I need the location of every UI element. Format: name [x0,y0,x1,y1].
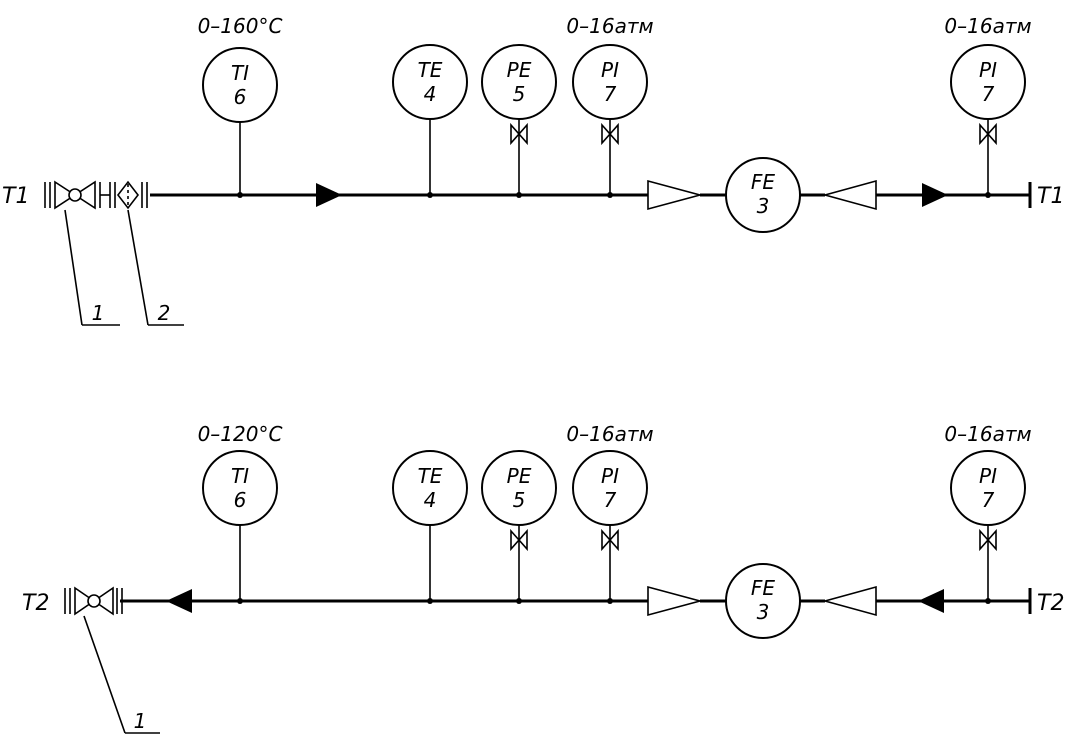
range-label: 0–16атм [566,422,653,446]
instrument-code: PE [507,464,532,488]
callout-2: 2 [127,209,184,326]
needle-valve-icon [510,528,528,552]
strainer-icon [109,180,148,210]
instrument-number: 3 [757,600,770,624]
instrument-number: 6 [234,488,247,512]
reducer-icon [647,585,704,617]
line-label-right: T2 [1037,591,1064,616]
ball-valve-icon [64,586,123,616]
needle-valve-icon [510,122,528,146]
instrument-te: TE 4 [392,450,468,604]
range-label: 0–160°C [198,14,283,38]
flow-arrow-icon [922,183,948,207]
instrument-number: 5 [513,488,526,512]
needle-valve-icon [979,528,997,552]
reducer-icon [647,179,704,211]
instrument-code: TE [418,58,443,82]
instrument-code: PE [507,58,532,82]
instrument-code: PI [979,58,997,82]
range-label: 0–16атм [944,422,1031,446]
instrument-number: 4 [424,82,437,106]
instrument-code: TE [418,464,443,488]
instrument-number: 7 [982,488,995,512]
needle-valve-icon [979,122,997,146]
pipeline-t1: T1 T1 [2,14,1064,326]
instrument-number: 6 [234,85,247,109]
instrument-code: TI [231,61,249,85]
line-label-left: T2 [22,591,49,616]
instrument-pe: PE 5 [481,44,557,198]
range-label: 0–120°C [198,422,283,446]
instrument-pi: 0–16атм PI 7 [944,14,1032,198]
instrument-number: 4 [424,488,437,512]
instrument-code: PI [979,464,997,488]
instrument-code: FE [751,170,776,194]
instrument-code: PI [601,58,619,82]
ball-valve-icon [44,180,101,210]
instrument-number: 7 [604,82,617,106]
instrument-number: 5 [513,82,526,106]
instrument-te: TE 4 [392,44,468,198]
instrument-fe: FE 3 [725,563,801,639]
range-label: 0–16атм [566,14,653,38]
instrument-code: FE [751,576,776,600]
callout-label: 1 [134,709,147,733]
callout-label: 2 [158,301,171,325]
instrument-number: 7 [982,82,995,106]
callout-1: 1 [83,615,160,734]
instrument-code: TI [231,464,249,488]
instrument-pe: PE 5 [481,450,557,604]
flow-arrow-icon [166,589,192,613]
line-label-left: T1 [2,184,29,209]
instrument-number: 3 [757,194,770,218]
instrument-pi: 0–16атм PI 7 [566,14,654,198]
callout-1: 1 [64,209,120,326]
instrument-fe: FE 3 [725,157,801,233]
needle-valve-icon [601,122,619,146]
flow-arrow-icon [316,183,342,207]
instrument-code: PI [601,464,619,488]
instrument-number: 7 [604,488,617,512]
pipeline-t2: T2 T2 0–120°C TI 6 TE [22,422,1064,734]
instrument-pi: 0–16атм PI 7 [944,422,1032,604]
instrument-pi: 0–16атм PI 7 [566,422,654,604]
range-label: 0–16атм [944,14,1031,38]
instrument-ti: 0–160°C TI 6 [198,14,283,198]
reducer-icon [821,179,877,211]
needle-valve-icon [601,528,619,552]
line-label-right: T1 [1037,184,1064,209]
callout-label: 1 [92,301,105,325]
flow-arrow-icon [918,589,944,613]
reducer-icon [821,585,877,617]
instrument-ti: 0–120°C TI 6 [198,422,283,604]
